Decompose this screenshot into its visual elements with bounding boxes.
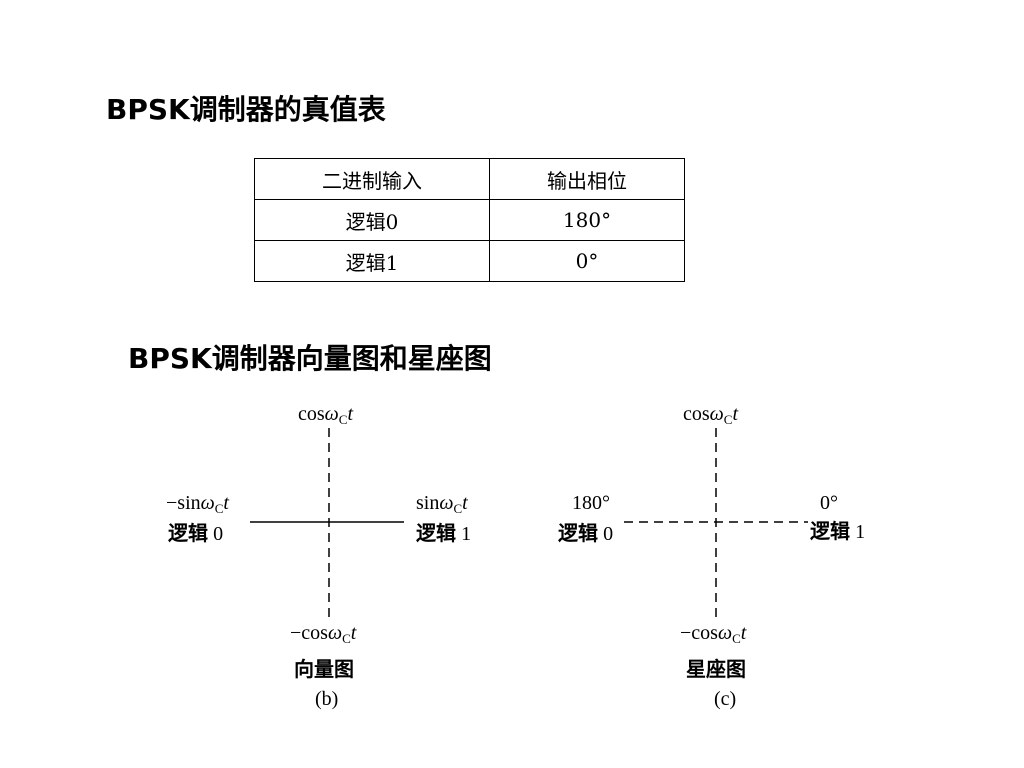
vector-diagram-caption: (b) (315, 688, 339, 710)
vector-left-axis-label: −sinωCt (166, 492, 229, 516)
constellation-bottom-label: −cosωCt (680, 622, 747, 646)
constellation-top-label: cosωCt (683, 403, 739, 427)
diagrams-title: BPSK调制器向量图和星座图 (128, 342, 492, 375)
table-cell: 0° (489, 240, 685, 282)
constellation-diagram-name: 星座图 (686, 657, 746, 681)
constellation-right-phase: 0° (820, 492, 838, 514)
constellation-diagram-caption: (c) (714, 688, 737, 710)
table-title: BPSK调制器的真值表 (106, 93, 386, 126)
table-cell: 逻辑1 (254, 240, 490, 282)
table-row: 逻辑0 180° (254, 199, 685, 241)
constellation-left-logic-label: 逻辑 0 (558, 521, 614, 545)
vector-right-logic-label: 逻辑 1 (416, 521, 472, 545)
vector-bottom-label: −cosωCt (290, 622, 357, 646)
vector-right-axis-label: sinωCt (416, 492, 468, 516)
truth-table: 二进制输入 输出相位 逻辑0 180° 逻辑1 0° (254, 158, 685, 282)
table-row: 逻辑1 0° (254, 240, 685, 282)
vector-left-logic-label: 逻辑 0 (168, 521, 224, 545)
vector-diagram-name: 向量图 (294, 657, 354, 681)
constellation-right-logic-label: 逻辑 1 (810, 519, 866, 543)
table-cell: 180° (489, 199, 685, 241)
constellation-left-phase: 180° (572, 492, 610, 514)
table-header-cell: 二进制输入 (254, 158, 490, 200)
table-cell: 逻辑0 (254, 199, 490, 241)
vector-top-label: cosωCt (298, 403, 354, 427)
